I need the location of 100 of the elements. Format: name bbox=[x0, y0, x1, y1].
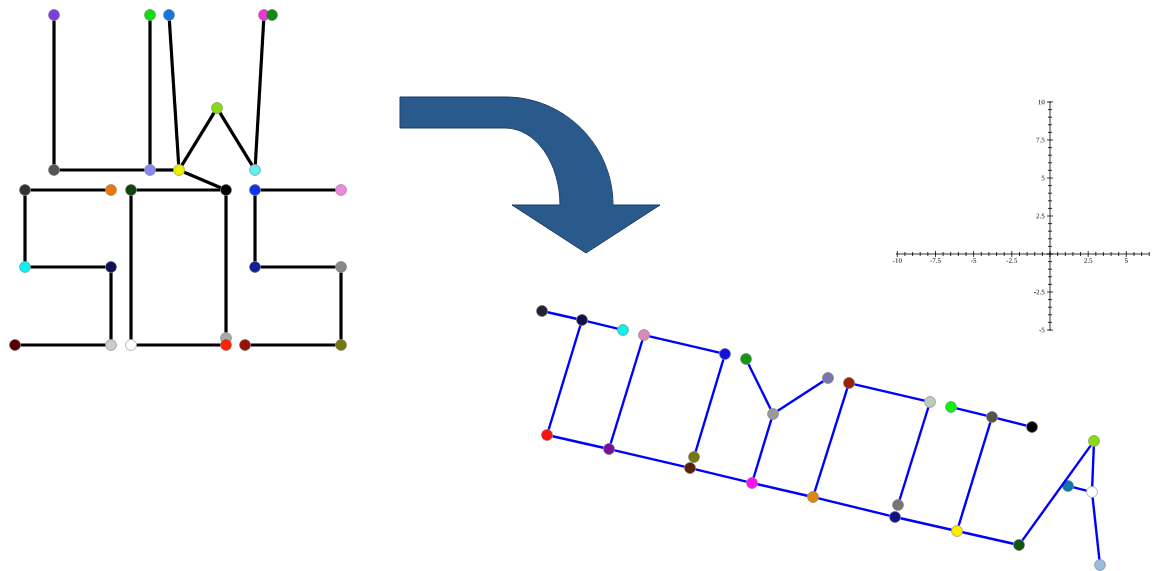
graph-edge bbox=[180, 112, 216, 166]
graph-vertex bbox=[892, 499, 904, 511]
graph-vertex bbox=[1026, 421, 1038, 433]
graph-vertex bbox=[924, 396, 936, 408]
graph-vertex bbox=[335, 261, 347, 273]
graph-edge bbox=[614, 449, 685, 468]
graph-vertex bbox=[144, 164, 156, 176]
graph-edge bbox=[136, 188, 221, 192]
graph-vertex bbox=[239, 339, 251, 351]
graph-edge bbox=[695, 468, 747, 483]
graph-vertex bbox=[335, 339, 347, 351]
graph-edge bbox=[52, 20, 56, 165]
graph-edge bbox=[224, 195, 228, 333]
graph-vertex bbox=[266, 9, 278, 21]
graph-vertex bbox=[746, 477, 758, 489]
graph-vertex bbox=[945, 401, 957, 413]
graph-vertex bbox=[19, 261, 31, 273]
graph-vertex bbox=[1086, 486, 1098, 498]
graph-vertex bbox=[951, 525, 963, 537]
graph-vertex bbox=[889, 511, 901, 523]
graph-edge bbox=[898, 407, 930, 500]
graph-edge bbox=[818, 497, 890, 517]
graph-vertex bbox=[9, 339, 21, 351]
graph-edge bbox=[900, 517, 952, 531]
graph-edge bbox=[547, 311, 577, 320]
graph-vertex bbox=[125, 184, 137, 196]
graph-vertex bbox=[220, 184, 232, 196]
graph-edge bbox=[148, 20, 152, 165]
graph-edge bbox=[136, 343, 221, 347]
graph-vertex bbox=[144, 9, 156, 21]
graph-edge bbox=[757, 483, 808, 497]
graph-vertex bbox=[603, 443, 615, 455]
graph-edge bbox=[260, 265, 336, 269]
graph-edge bbox=[957, 422, 992, 526]
graph-vertex bbox=[125, 339, 137, 351]
graph-edge bbox=[854, 383, 925, 402]
graph-vertex bbox=[105, 184, 117, 196]
graph-edge bbox=[218, 112, 254, 166]
graph-vertex bbox=[684, 462, 696, 474]
graph-edge bbox=[30, 265, 106, 269]
graph-edge bbox=[752, 419, 773, 478]
graph-vertex bbox=[1062, 480, 1074, 492]
graph-edge bbox=[1091, 446, 1095, 487]
graph-edge bbox=[777, 380, 824, 412]
graph-vertex bbox=[105, 339, 117, 351]
graph-edge bbox=[587, 320, 618, 330]
graph-edge bbox=[109, 272, 113, 340]
graph-edge bbox=[962, 531, 1014, 545]
graph-vertex bbox=[249, 184, 261, 196]
graph-vertex bbox=[536, 305, 548, 317]
graph-vertex bbox=[220, 339, 232, 351]
graph-vertex bbox=[1013, 539, 1025, 551]
graph-edge bbox=[1021, 444, 1092, 542]
graph-edge bbox=[183, 170, 222, 190]
graph-edge bbox=[30, 188, 106, 192]
graph-vertex bbox=[1088, 435, 1100, 447]
graph-vertex bbox=[211, 102, 223, 114]
graph-edge bbox=[997, 417, 1027, 427]
graph-vertex bbox=[767, 408, 779, 420]
graph-edge bbox=[250, 343, 336, 347]
graph-vertex bbox=[1094, 559, 1106, 571]
graph-vertex bbox=[249, 164, 261, 176]
graph-vertex bbox=[822, 372, 834, 384]
graph-edge bbox=[339, 272, 343, 340]
graph-vertex bbox=[986, 411, 998, 423]
graph-edge bbox=[813, 388, 849, 492]
graph-edge bbox=[547, 325, 582, 430]
graph-edge bbox=[552, 435, 604, 449]
graph-vertex bbox=[638, 329, 650, 341]
graph-vertex bbox=[48, 164, 60, 176]
graph-edge bbox=[129, 195, 133, 340]
graph-vertex bbox=[48, 9, 60, 21]
graph-edge bbox=[253, 195, 257, 262]
graph-edge bbox=[167, 20, 181, 165]
graph-vertex bbox=[173, 164, 185, 176]
graph-vertex bbox=[576, 314, 588, 326]
graph-vertex bbox=[541, 429, 553, 441]
graph-vertex bbox=[617, 324, 629, 336]
graph-edge bbox=[260, 188, 336, 192]
graph-edge bbox=[956, 407, 987, 417]
graph-vertex bbox=[740, 353, 752, 365]
graph-vertex bbox=[843, 377, 855, 389]
graph-vertex bbox=[249, 261, 261, 273]
graph-vertex bbox=[688, 451, 700, 463]
graph-vertex bbox=[163, 9, 175, 21]
graph-vertex bbox=[719, 348, 731, 360]
graph-vertex bbox=[19, 184, 31, 196]
graph-edge bbox=[1091, 497, 1101, 560]
graph-edge bbox=[59, 168, 145, 172]
graph-edge bbox=[20, 343, 106, 347]
graph-edge bbox=[253, 20, 266, 165]
graph-edge bbox=[23, 195, 27, 262]
graph-edge bbox=[155, 168, 174, 172]
graph-edge bbox=[694, 359, 725, 452]
graph-edge bbox=[747, 363, 772, 410]
graph-vertex bbox=[807, 491, 819, 503]
graph-edge bbox=[649, 335, 720, 354]
graph-vertex bbox=[105, 261, 117, 273]
graph-vertex bbox=[335, 184, 347, 196]
graph-edge bbox=[609, 340, 644, 444]
